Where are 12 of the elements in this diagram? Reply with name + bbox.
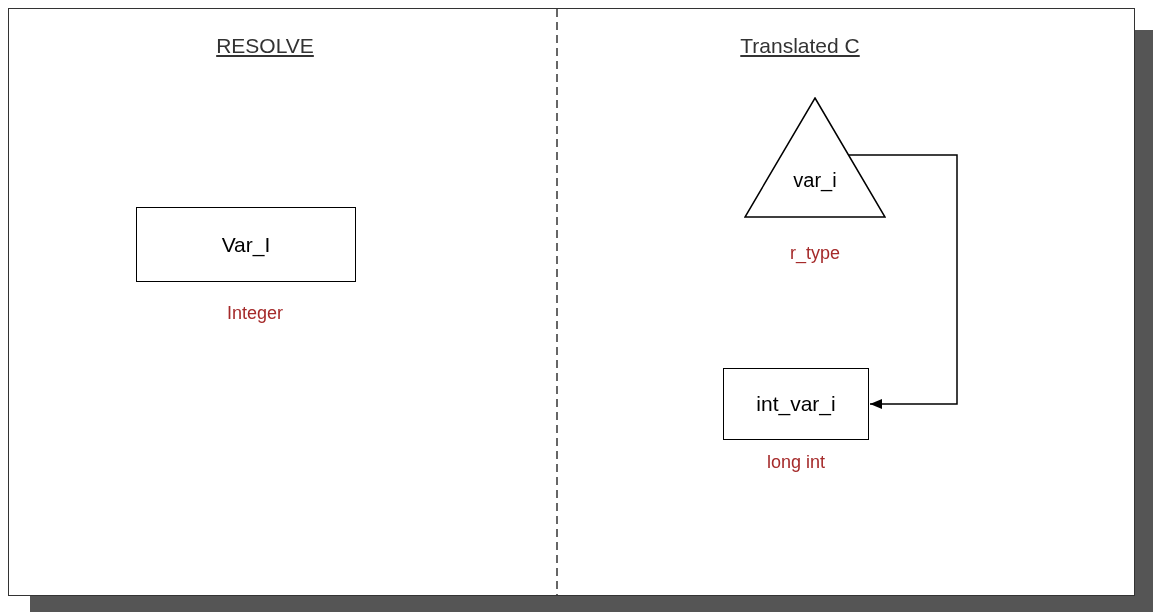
process-box (136, 207, 356, 282)
triangle-node (744, 97, 886, 218)
process-box (723, 368, 869, 440)
node-label: Var_I (221, 231, 271, 259)
type-annotation: Integer (227, 302, 283, 325)
connector-arrow (848, 154, 958, 409)
type-annotation: long int (767, 451, 825, 474)
section-heading: RESOLVE (216, 33, 314, 59)
node-label: int_var_i (756, 391, 836, 418)
node-label: var_i (793, 168, 837, 194)
type-annotation: r_type (790, 242, 840, 266)
section-heading: Translated C (740, 33, 860, 59)
